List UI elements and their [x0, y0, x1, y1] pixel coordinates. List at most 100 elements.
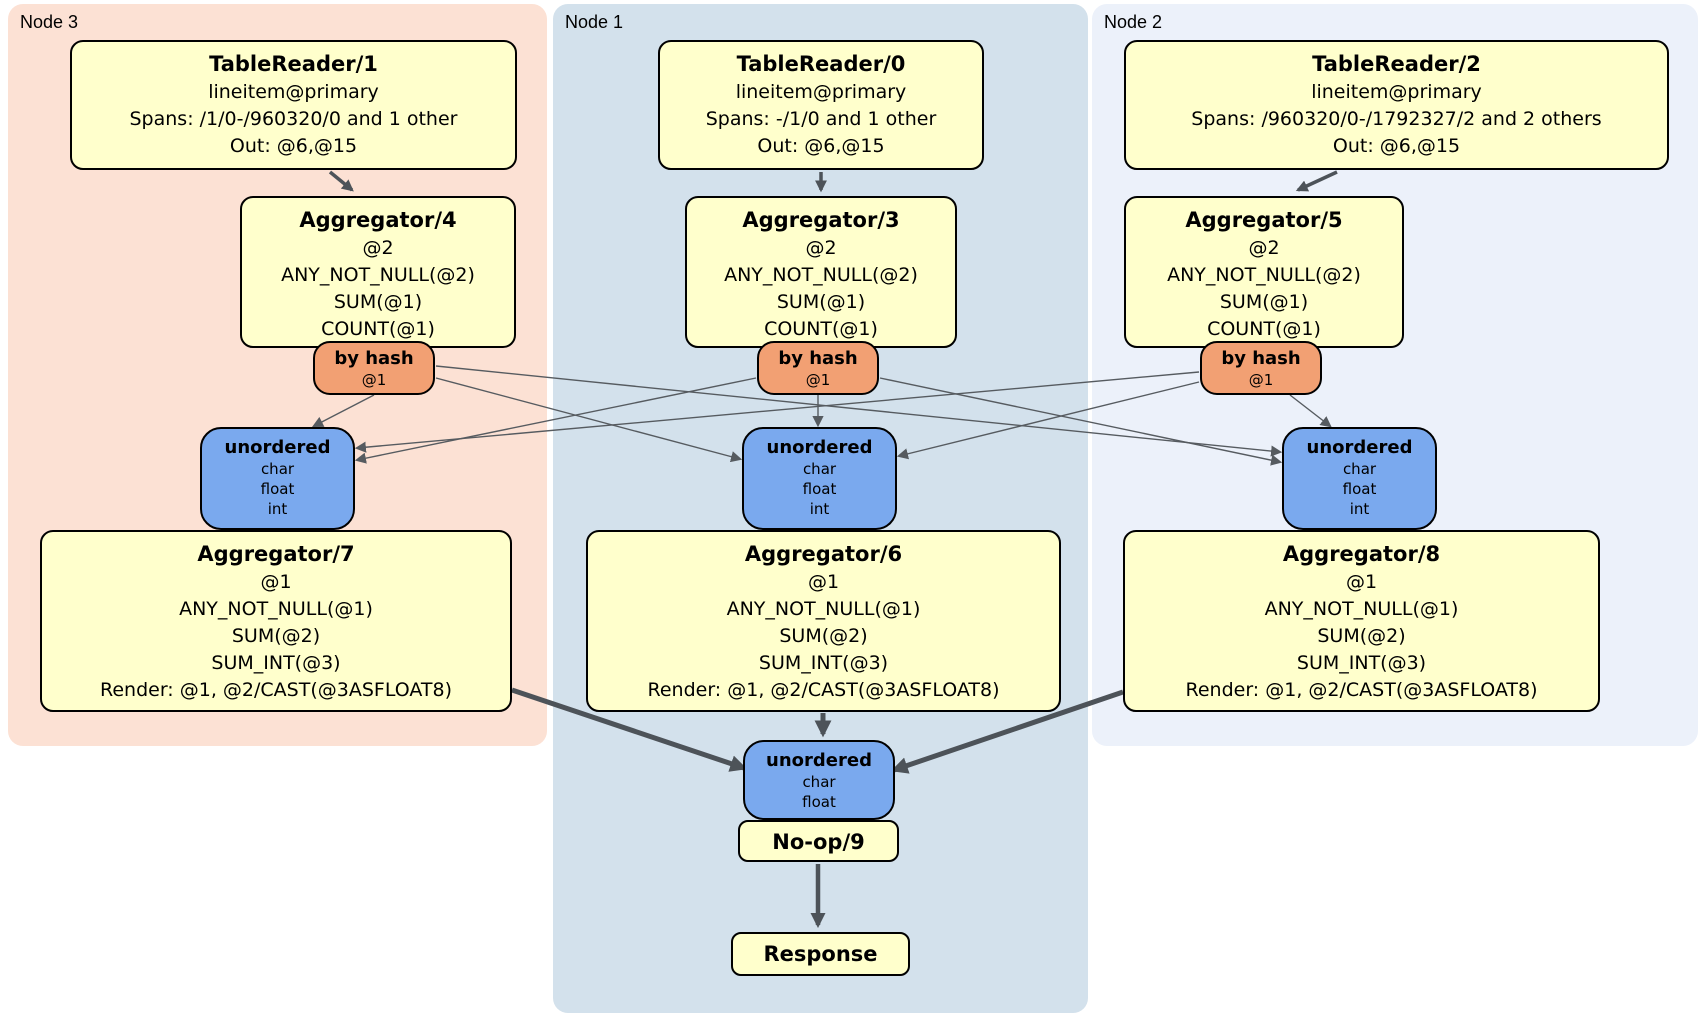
response-box: Response	[731, 932, 910, 976]
box-line: SUM_INT(@3)	[1296, 652, 1427, 674]
box-line: Spans: -/1/0 and 1 other	[705, 108, 937, 130]
box-line: @1	[361, 371, 387, 389]
box-title: unordered	[766, 437, 873, 458]
aggregator-4-box: Aggregator/4 @2 ANY_NOT_NULL(@2) SUM(@1)…	[240, 196, 516, 348]
box-line: COUNT(@1)	[1207, 318, 1321, 340]
box-line: lineitem@primary	[735, 81, 907, 103]
aggregator-3-box: Aggregator/3 @2 ANY_NOT_NULL(@2) SUM(@1)…	[685, 196, 957, 348]
box-line: @2	[362, 237, 394, 259]
box-line: SUM(@1)	[1219, 291, 1309, 313]
edge-router1-to-sync3	[354, 377, 757, 464]
box-line: @1	[1345, 571, 1378, 593]
by-hash-router-node2: by hash @1	[1200, 341, 1322, 395]
box-title: unordered	[766, 750, 872, 771]
aggregator-5-box: Aggregator/5 @2 ANY_NOT_NULL(@2) SUM(@1)…	[1124, 196, 1404, 348]
aggregator-6-box: Aggregator/6 @1 ANY_NOT_NULL(@1) SUM(@2)…	[586, 530, 1061, 712]
box-line: Render: @1, @2/CAST(@3ASFLOAT8)	[1185, 679, 1538, 701]
box-line: COUNT(@1)	[321, 318, 435, 340]
edge-tablereader1-to-aggregator4	[328, 170, 354, 192]
box-line: SUM_INT(@3)	[758, 652, 889, 674]
aggregator-7-box: Aggregator/7 @1 ANY_NOT_NULL(@1) SUM(@2)…	[40, 530, 512, 712]
table-reader-2-box: TableReader/2 lineitem@primary Spans: /9…	[1124, 40, 1669, 170]
box-line: float	[260, 480, 295, 498]
box-line: @1	[1248, 371, 1274, 389]
unordered-sync-node3: unordered char float int	[200, 427, 355, 530]
edge-tablereader2-to-aggregator5	[1295, 170, 1338, 192]
box-title: unordered	[224, 437, 331, 458]
box-line: ANY_NOT_NULL(@2)	[724, 264, 918, 286]
box-line: @2	[805, 237, 837, 259]
box-line: ANY_NOT_NULL(@1)	[1264, 598, 1459, 620]
table-reader-0-box: TableReader/0 lineitem@primary Spans: -/…	[658, 40, 984, 170]
box-line: @2	[1248, 237, 1280, 259]
box-line: float	[802, 793, 836, 811]
box-line: Out: @6,@15	[757, 135, 885, 157]
box-line: SUM(@1)	[333, 291, 423, 313]
box-title: Aggregator/7	[197, 542, 355, 566]
box-line: Out: @6,@15	[1332, 135, 1461, 157]
box-title: by hash	[1221, 348, 1301, 369]
box-title: TableReader/0	[736, 52, 906, 76]
table-reader-1-box: TableReader/1 lineitem@primary Spans: /1…	[70, 40, 517, 170]
box-line: char	[1342, 460, 1377, 478]
aggregator-8-box: Aggregator/8 @1 ANY_NOT_NULL(@1) SUM(@2)…	[1123, 530, 1600, 712]
by-hash-router-node3: by hash @1	[313, 341, 435, 395]
edge-router3-to-sync1	[435, 377, 743, 463]
node1-label: Node 1	[565, 12, 624, 32]
box-line: Spans: /1/0-/960320/0 and 1 other	[129, 108, 458, 130]
edge-router3-to-sync3	[312, 394, 375, 428]
edge-router2-to-sync3	[354, 371, 1200, 453]
box-line: SUM(@2)	[231, 625, 321, 647]
box-line: ANY_NOT_NULL(@2)	[1167, 264, 1361, 286]
box-title: Response	[763, 942, 878, 966]
box-line: int	[267, 500, 288, 518]
noop-box: No-op/9	[738, 820, 899, 862]
box-line: @1	[805, 371, 831, 389]
box-line: char	[802, 460, 837, 478]
box-line: SUM(@2)	[779, 625, 868, 647]
node2-label: Node 2	[1104, 12, 1163, 32]
edge-router2-to-sync1	[896, 381, 1200, 460]
box-line: lineitem@primary	[1311, 81, 1482, 103]
edge-router1-to-sync2	[879, 377, 1283, 466]
box-line: ANY_NOT_NULL(@2)	[281, 264, 475, 286]
box-line: char	[802, 773, 836, 791]
box-line: ANY_NOT_NULL(@1)	[179, 598, 373, 620]
box-title: TableReader/1	[209, 52, 378, 76]
box-line: ANY_NOT_NULL(@1)	[726, 598, 921, 620]
box-line: float	[802, 480, 837, 498]
unordered-sync-node1: unordered char float int	[742, 427, 897, 530]
box-line: int	[809, 500, 830, 518]
box-line: COUNT(@1)	[764, 318, 878, 340]
node3-label: Node 3	[20, 12, 79, 32]
box-title: by hash	[334, 348, 414, 369]
box-line: @1	[260, 571, 292, 593]
box-line: lineitem@primary	[208, 81, 379, 103]
box-line: char	[260, 460, 295, 478]
unordered-sync-node2: unordered char float int	[1282, 427, 1437, 530]
box-line: @1	[807, 571, 840, 593]
box-title: by hash	[778, 348, 858, 369]
box-line: SUM(@1)	[776, 291, 866, 313]
box-title: Aggregator/5	[1185, 208, 1343, 232]
edge-router2-to-sync2	[1289, 394, 1332, 428]
box-title: No-op/9	[772, 830, 865, 854]
box-line: Out: @6,@15	[229, 135, 358, 157]
box-line: SUM_INT(@3)	[211, 652, 341, 674]
box-line: Spans: /960320/0-/1792327/2 and 2 others	[1191, 108, 1602, 130]
box-title: Aggregator/8	[1282, 542, 1441, 566]
unordered-final-sync: unordered char float	[743, 740, 895, 820]
box-title: unordered	[1306, 437, 1413, 458]
box-line: Render: @1, @2/CAST(@3ASFLOAT8)	[647, 679, 1000, 701]
box-line: SUM(@2)	[1317, 625, 1406, 647]
box-line: Render: @1, @2/CAST(@3ASFLOAT8)	[100, 679, 452, 701]
box-title: TableReader/2	[1312, 52, 1481, 76]
edge-router3-to-sync2	[435, 365, 1283, 457]
by-hash-router-node1: by hash @1	[757, 341, 879, 395]
box-line: float	[1342, 480, 1377, 498]
box-line: int	[1349, 500, 1370, 518]
box-title: Aggregator/3	[742, 208, 900, 232]
edge-aggregator7-to-final-sync	[511, 687, 748, 772]
